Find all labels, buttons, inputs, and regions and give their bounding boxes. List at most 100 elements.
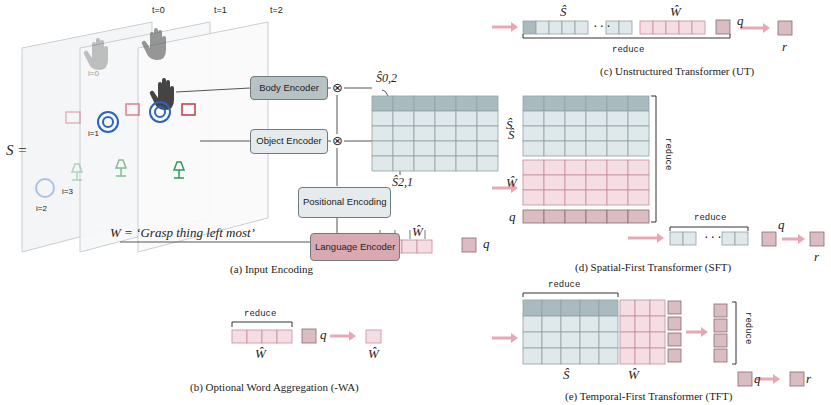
- grid-cell: [456, 126, 477, 141]
- grid-cell: [393, 156, 414, 171]
- bracket: [232, 322, 292, 327]
- math-label: q: [754, 372, 761, 385]
- grid-cell: [565, 126, 586, 141]
- grid-cell: [599, 348, 618, 364]
- product-symbol: ⊗: [331, 81, 344, 94]
- grid-cell: [544, 190, 565, 205]
- operation-label: ...: [592, 19, 612, 30]
- grid-cell: [607, 96, 628, 111]
- bracket: [523, 293, 618, 297]
- vector-cell: [666, 21, 679, 34]
- math-label: r: [782, 40, 787, 53]
- token-box: [714, 349, 727, 362]
- grid-cell: [635, 316, 650, 332]
- grid-cell: [565, 190, 586, 205]
- grid-cell: [620, 300, 635, 316]
- math-label: t=1: [214, 6, 227, 15]
- grid-cell: [523, 300, 542, 316]
- vector-cell: [523, 21, 536, 34]
- grid-cell: [435, 111, 456, 126]
- vector-cell: [640, 21, 653, 34]
- flow-arrow: [686, 331, 702, 334]
- grid-cell: [620, 348, 635, 364]
- grid-cell: [477, 126, 498, 141]
- token-box: [302, 329, 316, 343]
- math-label: Ŵ: [412, 225, 423, 238]
- math-label: Ŝ0,2: [376, 72, 397, 84]
- grid-cell: [586, 160, 607, 175]
- grid-cell: [565, 96, 586, 111]
- grid-cell: [586, 111, 607, 126]
- grid-cell: [628, 96, 649, 111]
- grid-cell: [435, 156, 456, 171]
- grid-cell: [372, 111, 393, 126]
- math-label: Ŝ: [560, 5, 567, 18]
- grid-cell: [542, 300, 561, 316]
- math-label: r: [814, 250, 819, 263]
- bracket: [651, 96, 656, 222]
- arrow-head: [701, 327, 708, 337]
- grid-cell: [586, 141, 607, 156]
- product-symbol: ⊗: [331, 134, 344, 147]
- vector-cell: [619, 21, 632, 34]
- grid-cell: [523, 190, 544, 205]
- token-box: [714, 334, 727, 347]
- grid-cell: [435, 96, 456, 111]
- encoder-box: Object Encoder: [250, 129, 328, 154]
- encoder-box: Body Encoder: [250, 76, 328, 100]
- grid-cell: [607, 160, 628, 175]
- math-label: Ŝ: [563, 368, 570, 381]
- math-label: Ŵ: [628, 368, 639, 381]
- flow-arrow: [782, 238, 799, 241]
- arrow-head: [511, 22, 518, 32]
- grid-cell: [477, 111, 498, 126]
- vector-cell: [366, 330, 381, 343]
- box-text: Language Encoder: [315, 242, 395, 253]
- math-label: Ŵ: [368, 347, 379, 360]
- grid-cell: [599, 316, 618, 332]
- math-label: Ŵ: [506, 176, 517, 189]
- grid-cell: [620, 316, 635, 332]
- grid-cell: [561, 348, 580, 364]
- math-label: q: [509, 210, 516, 223]
- flow-arrow: [492, 337, 512, 340]
- grid-cell: [544, 96, 565, 111]
- operation-label: reduce: [694, 214, 726, 223]
- vector-cell: [586, 210, 607, 223]
- grid-cell: [477, 156, 498, 171]
- grid-cell: [565, 111, 586, 126]
- grid-cell: [586, 96, 607, 111]
- grid-cell: [650, 348, 665, 364]
- leader: [410, 230, 411, 239]
- grid-cell: [650, 332, 665, 348]
- grid-cell: [628, 111, 649, 126]
- vector-cell: [575, 21, 588, 34]
- grid-cell: [393, 126, 414, 141]
- math-label: i=0: [88, 70, 99, 78]
- vector-cell: [722, 232, 735, 245]
- operation-label: reduce: [612, 46, 644, 55]
- vector-cell: [692, 21, 705, 34]
- grid-cell: [561, 316, 580, 332]
- flow-arrow: [740, 27, 764, 30]
- token-box: [668, 349, 681, 362]
- grid-cell: [435, 126, 456, 141]
- vector-cell: [683, 232, 696, 245]
- grid-cell: [523, 160, 544, 175]
- grid-cell: [586, 126, 607, 141]
- grid-cell: [580, 316, 599, 332]
- token-box: [668, 301, 681, 314]
- token-box: [738, 372, 752, 386]
- math-label: Ŵ: [670, 5, 681, 18]
- grid-cell: [372, 156, 393, 171]
- vector-cell: [628, 210, 649, 223]
- grid-cell: [523, 126, 544, 141]
- grid-cell: [523, 96, 544, 111]
- math-label: r: [806, 372, 811, 385]
- grid-cell: [607, 190, 628, 205]
- grid-cell: [456, 111, 477, 126]
- vector-cell: [679, 21, 692, 34]
- grid-cell: [628, 190, 649, 205]
